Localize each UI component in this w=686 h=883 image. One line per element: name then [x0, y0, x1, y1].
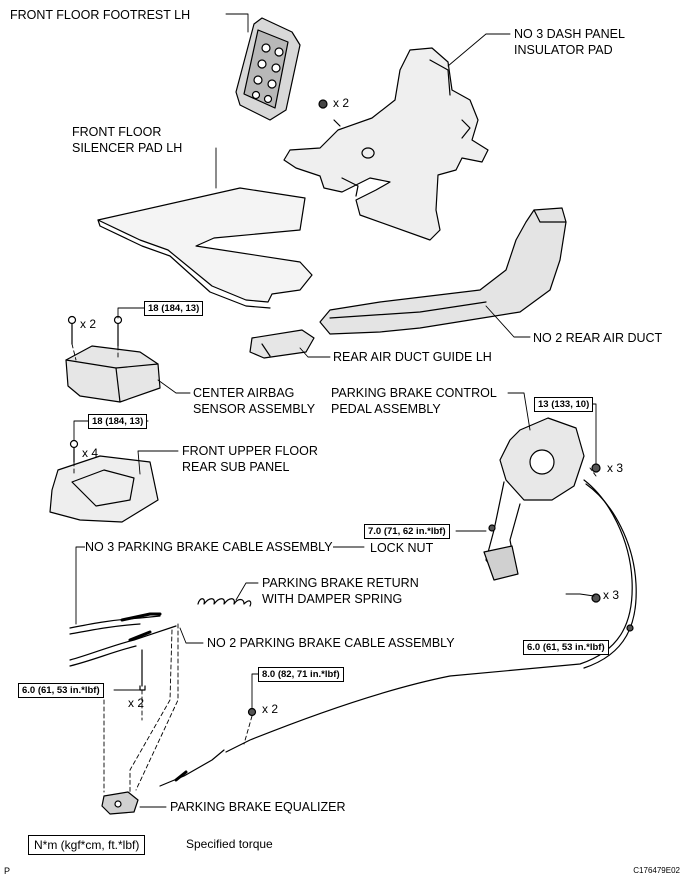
- label-spring-line2: WITH DAMPER SPRING: [262, 592, 403, 606]
- torque-airbag: 18 (184, 13): [144, 301, 204, 316]
- label-sub-panel-line2: REAR SUB PANEL: [182, 460, 290, 474]
- torque-cable-right: 6.0 (61, 53 in.*lbf): [523, 640, 609, 655]
- label-airbag-line2: SENSOR ASSEMBLY: [193, 402, 316, 416]
- qty-cable-nuts-right: x 3: [603, 588, 620, 602]
- footrest-part: [235, 17, 341, 127]
- leader-lines: [73, 13, 597, 808]
- label-dash-pad-line1: NO 3 DASH PANEL: [514, 27, 625, 41]
- label-no2-cable: NO 2 PARKING BRAKE CABLE ASSEMBLY: [207, 636, 455, 650]
- label-pedal-line2: PEDAL ASSEMBLY: [331, 402, 441, 416]
- qty-pedal-nuts: x 3: [607, 461, 624, 475]
- airbag-sensor-part: [65, 315, 161, 403]
- qty-footrest-clips: x 2: [333, 96, 350, 110]
- label-lock-nut: LOCK NUT: [370, 541, 434, 555]
- label-dash-pad-line2: INSULATOR PAD: [514, 43, 613, 57]
- parking-brake-pedal-part: [483, 417, 601, 581]
- silencer-pad-part: [97, 187, 313, 309]
- label-airbag-line1: CENTER AIRBAG: [193, 386, 295, 400]
- alignment-lines: [71, 343, 597, 793]
- equalizer-part: [101, 791, 139, 815]
- no2-cable-part: [69, 625, 177, 691]
- qty-subpanel-bolts: x 4: [82, 446, 99, 460]
- label-silencer-line2: SILENCER PAD LH: [72, 141, 183, 155]
- torque-subpanel: 18 (184, 13): [88, 414, 148, 429]
- legend-text: Specified torque: [186, 837, 273, 851]
- label-rear-air-duct: NO 2 REAR AIR DUCT: [533, 331, 663, 345]
- qty-cable-bolts-left: x 2: [128, 696, 145, 710]
- qty-airbag-bolts: x 2: [80, 317, 97, 331]
- air-duct-guide-part: [249, 329, 315, 359]
- label-equalizer: PARKING BRAKE EQUALIZER: [170, 800, 346, 814]
- corner-mark: P: [4, 866, 11, 876]
- rear-sub-panel-part: [49, 439, 159, 523]
- torque-pedal: 13 (133, 10): [534, 397, 594, 412]
- qty-cable-bolts-mid: x 2: [262, 702, 279, 716]
- torque-cable-left: 6.0 (61, 53 in.*lbf): [18, 683, 104, 698]
- label-footrest: FRONT FLOOR FOOTREST LH: [10, 8, 191, 22]
- figure-code: C176479E02: [633, 866, 680, 875]
- label-sub-panel-line1: FRONT UPPER FLOOR: [182, 444, 318, 458]
- dash-insulator-pad-part: [283, 47, 489, 241]
- torque-cable-mid: 8.0 (82, 71 in.*lbf): [258, 667, 344, 682]
- torque-lock-nut: 7.0 (71, 62 in.*lbf): [364, 524, 450, 539]
- label-air-duct-guide: REAR AIR DUCT GUIDE LH: [333, 350, 492, 364]
- label-silencer-line1: FRONT FLOOR: [72, 125, 162, 139]
- label-pedal-line1: PARKING BRAKE CONTROL: [331, 386, 497, 400]
- no3-cable-part: [69, 612, 162, 635]
- return-spring-part: [197, 598, 252, 607]
- label-no3-cable: NO 3 PARKING BRAKE CABLE ASSEMBLY: [85, 540, 333, 554]
- legend-unit-box: N*m (kgf*cm, ft.*lbf): [28, 835, 146, 855]
- label-spring-line1: PARKING BRAKE RETURN: [262, 576, 419, 590]
- rear-air-duct-part: [319, 207, 567, 335]
